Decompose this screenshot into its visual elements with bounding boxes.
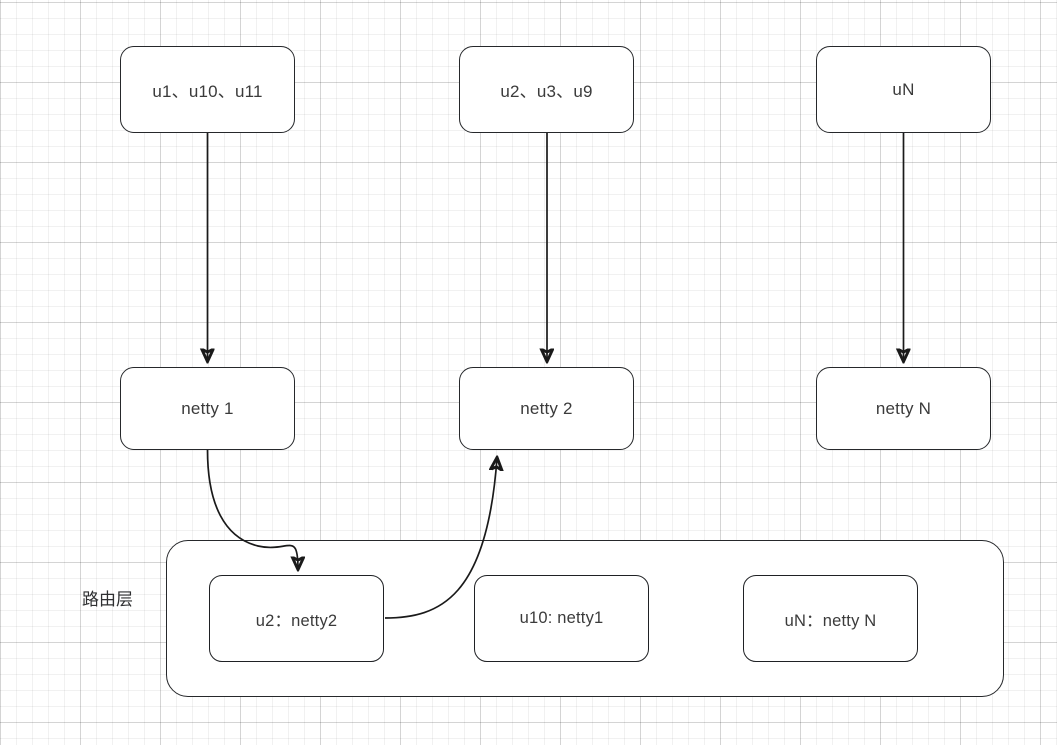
route-entry-u2-label: u2：netty2 bbox=[255, 611, 338, 630]
route-entry-un-label: uN：netty N bbox=[784, 611, 877, 630]
route-entry-u10-label: u10: netty1 bbox=[519, 609, 604, 627]
client-node-n[interactable]: uN bbox=[816, 46, 991, 133]
client-node-1[interactable]: u1、u10、u11 bbox=[120, 46, 295, 133]
server-node-netty-n-label: netty N bbox=[875, 398, 932, 418]
server-node-netty-1-label: netty 1 bbox=[181, 398, 234, 418]
server-node-netty-n[interactable]: netty N bbox=[816, 367, 991, 450]
client-node-2-label: u2、u3、u9 bbox=[500, 82, 593, 101]
route-entry-un[interactable]: uN：netty N bbox=[743, 575, 918, 662]
route-entry-u10[interactable]: u10: netty1 bbox=[474, 575, 649, 662]
server-node-netty-1[interactable]: netty 1 bbox=[120, 367, 295, 450]
route-entry-u2[interactable]: u2：netty2 bbox=[209, 575, 384, 662]
client-node-1-label: u1、u10、u11 bbox=[152, 82, 263, 101]
client-node-2[interactable]: u2、u3、u9 bbox=[459, 46, 634, 133]
client-node-n-label: uN bbox=[892, 79, 915, 99]
server-node-netty-2-label: netty 2 bbox=[520, 398, 573, 418]
server-node-netty-2[interactable]: netty 2 bbox=[459, 367, 634, 450]
routing-layer-label: 路由层 bbox=[82, 590, 133, 609]
